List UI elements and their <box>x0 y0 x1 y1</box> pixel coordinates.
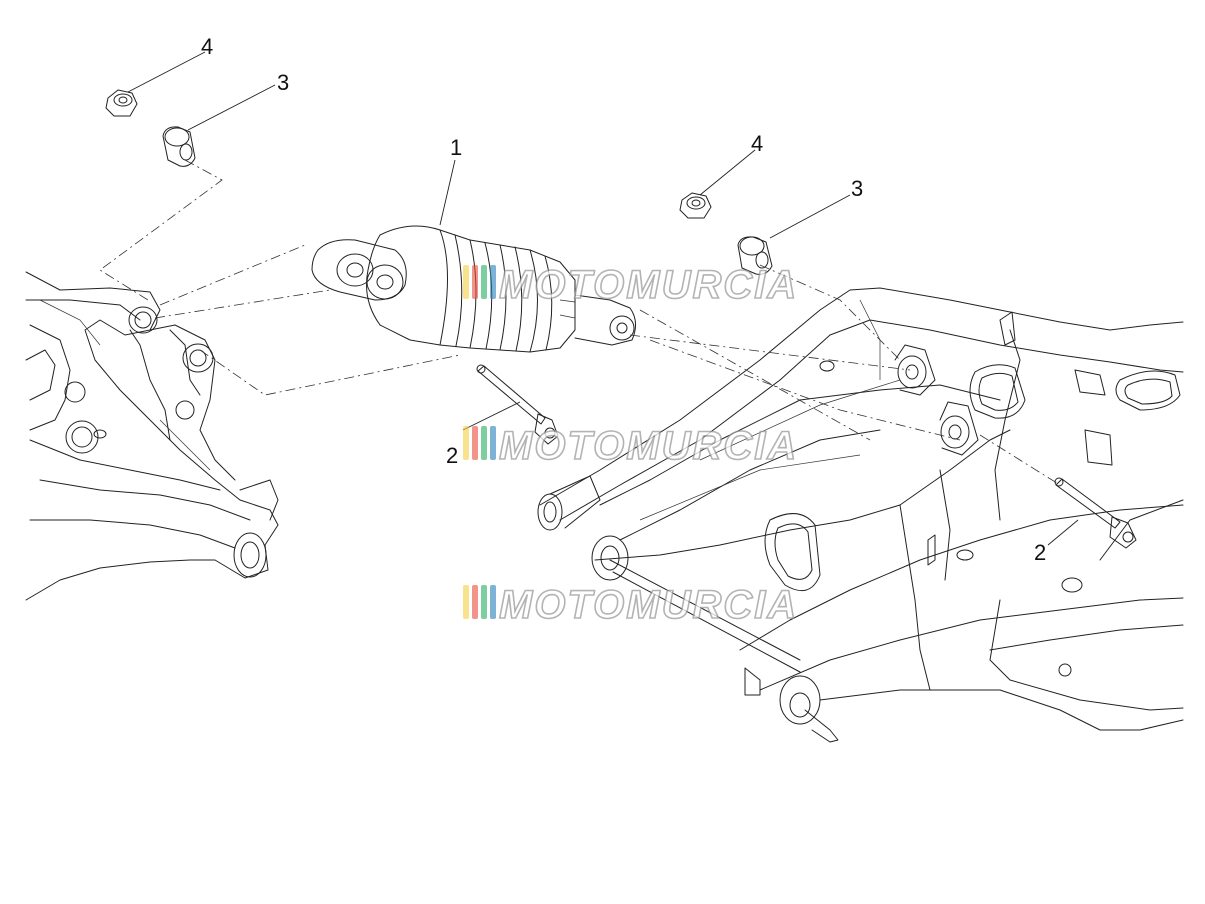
watermark-stripe-red <box>472 265 478 299</box>
watermark-stripe-green <box>481 585 487 619</box>
callout-3-left: 3 <box>277 70 289 95</box>
callout-2-right: 2 <box>1034 540 1046 565</box>
watermark-stripe-blue <box>490 426 496 460</box>
frame-section-left <box>25 271 279 601</box>
watermark-3: MOTOMURCIA <box>463 582 798 628</box>
watermark-stripe-blue <box>490 265 496 299</box>
leader-lines <box>127 51 1079 546</box>
watermark-1: MOTOMURCIA <box>463 262 798 308</box>
bolt-right <box>1054 477 1137 549</box>
callout-4-right: 4 <box>751 131 763 156</box>
callout-4-left: 4 <box>201 34 213 59</box>
watermark-stripe-green <box>481 265 487 299</box>
watermark-stripe-red <box>472 585 478 619</box>
watermark-text: MOTOMURCIA <box>499 583 798 627</box>
assembly-lines <box>99 159 1061 486</box>
watermark-stripe-yellow <box>463 585 469 619</box>
callout-1: 1 <box>450 135 462 160</box>
bolt-center <box>476 364 559 445</box>
bushing-left <box>162 126 196 167</box>
callout-2-left: 2 <box>446 443 458 468</box>
watermark-stripe-blue <box>490 585 496 619</box>
nut-left <box>105 89 138 117</box>
swingarm <box>537 287 1184 743</box>
watermark-text: MOTOMURCIA <box>499 424 798 468</box>
watermark-stripe-yellow <box>463 426 469 460</box>
watermark-stripe-red <box>472 426 478 460</box>
watermark-stripe-green <box>481 426 487 460</box>
callout-numbers: 4 3 1 4 3 2 2 <box>201 34 1046 565</box>
shock-absorber <box>311 225 636 353</box>
watermark-2: MOTOMURCIA <box>463 423 798 469</box>
watermark-text: MOTOMURCIA <box>499 263 798 307</box>
watermark-stripe-yellow <box>463 265 469 299</box>
bushing-right <box>737 236 773 275</box>
callout-3-right: 3 <box>851 176 863 201</box>
nut-right <box>679 192 712 219</box>
